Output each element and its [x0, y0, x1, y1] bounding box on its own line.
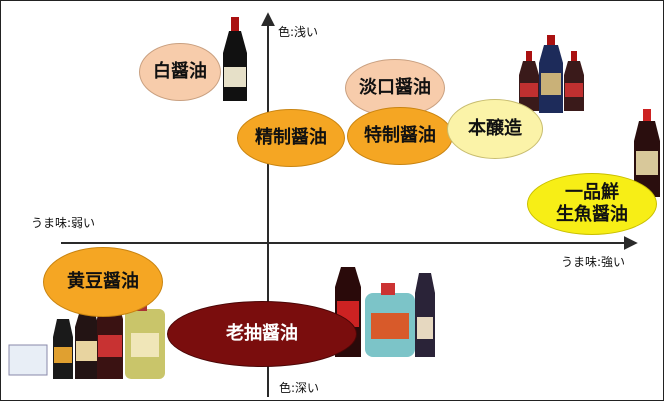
type-koudou-ellipse: 黄豆醤油 — [43, 247, 163, 317]
type-tokusei-label: 特制醤油 — [364, 124, 436, 146]
type-koudou-label: 黄豆醤油 — [67, 270, 139, 292]
type-laochou-ellipse: 老抽醤油 — [167, 301, 357, 367]
type-seisei-ellipse: 精制醤油 — [237, 109, 345, 167]
type-shiro-label: 白醤油 — [153, 60, 207, 82]
axis-label-bottom: 色:深い — [279, 381, 320, 395]
axis-label-top: 色:浅い — [278, 25, 319, 39]
bottles-koudou-image — [8, 299, 165, 379]
type-ichipin-label-line1: 一品鮮 — [565, 181, 619, 203]
type-laochou-label: 老抽醤油 — [226, 322, 298, 344]
type-tokusei-ellipse: 特制醤油 — [347, 107, 453, 165]
type-usukuchi-label: 淡口醤油 — [359, 76, 431, 98]
type-ichipin-label-line2: 生魚醤油 — [556, 204, 628, 225]
axis-label-right: うま味:強い — [561, 255, 626, 269]
bottle-ichipin-image — [634, 109, 660, 197]
bottles-honjozo-image — [519, 35, 584, 113]
bottle-shiro-image — [223, 17, 247, 101]
axis-label-left: うま味:弱い — [31, 216, 96, 230]
type-ichipin-ellipse: 一品鮮 生魚醤油 — [527, 173, 657, 235]
type-honjozo-label: 本醸造 — [468, 117, 522, 139]
type-shiro-ellipse: 白醤油 — [139, 43, 221, 101]
type-honjozo-ellipse: 本醸造 — [447, 99, 543, 159]
type-seisei-label: 精制醤油 — [255, 126, 327, 148]
